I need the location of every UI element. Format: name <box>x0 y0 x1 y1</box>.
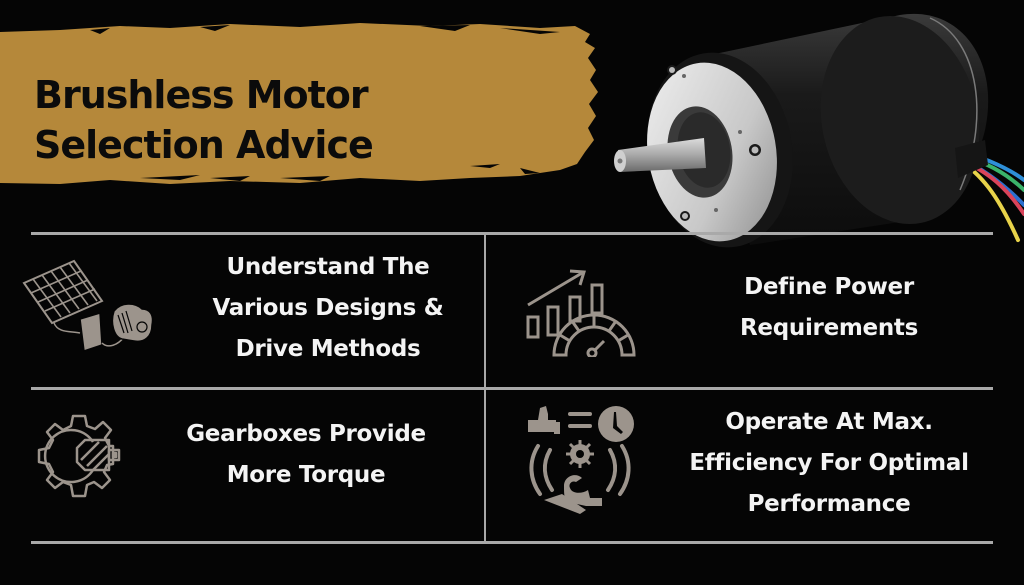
page-title: Brushless Motor Selection Advice <box>34 70 374 170</box>
card-designs-drive-methods: Understand The Various Designs & Drive M… <box>22 235 484 387</box>
card-line: Define Power <box>744 274 914 300</box>
card-line: Drive Methods <box>235 336 421 362</box>
divider-middle <box>31 387 993 390</box>
card-power-requirements: Define Power Requirements <box>486 235 993 387</box>
card-line: More Torque <box>226 462 386 488</box>
solar-panel-motor-icon <box>18 253 168 367</box>
gear-torque-icon <box>33 408 129 508</box>
card-line: Efficiency For Optimal <box>689 450 969 476</box>
card-line: Understand The <box>226 254 430 280</box>
card-gearboxes-torque: Gearboxes Provide More Torque <box>31 390 484 542</box>
efficiency-cycle-icon <box>524 402 636 518</box>
advice-grid: Understand The Various Designs & Drive M… <box>22 232 993 544</box>
divider-vertical <box>484 232 486 544</box>
card-line: Performance <box>747 491 911 517</box>
title-banner: Brushless Motor Selection Advice <box>0 18 610 193</box>
divider-top <box>31 232 993 235</box>
power-gauge-chart-icon <box>524 265 636 361</box>
title-line-1: Brushless Motor <box>34 73 369 117</box>
brush-stroke-shape <box>0 23 598 184</box>
card-line: Requirements <box>740 315 918 341</box>
card-line: Gearboxes Provide <box>186 421 426 447</box>
card-line: Various Designs & <box>212 295 444 321</box>
motor-image <box>600 0 1024 250</box>
card-text: Understand The Various Designs & Drive M… <box>178 247 478 370</box>
card-text: Operate At Max. Efficiency For Optimal P… <box>664 402 994 525</box>
divider-bottom <box>31 541 993 544</box>
card-text: Gearboxes Provide More Torque <box>156 414 456 496</box>
title-line-2: Selection Advice <box>34 123 374 167</box>
card-text: Define Power Requirements <box>694 267 964 349</box>
card-max-efficiency: Operate At Max. Efficiency For Optimal P… <box>486 390 993 542</box>
card-line: Operate At Max. <box>725 409 933 435</box>
